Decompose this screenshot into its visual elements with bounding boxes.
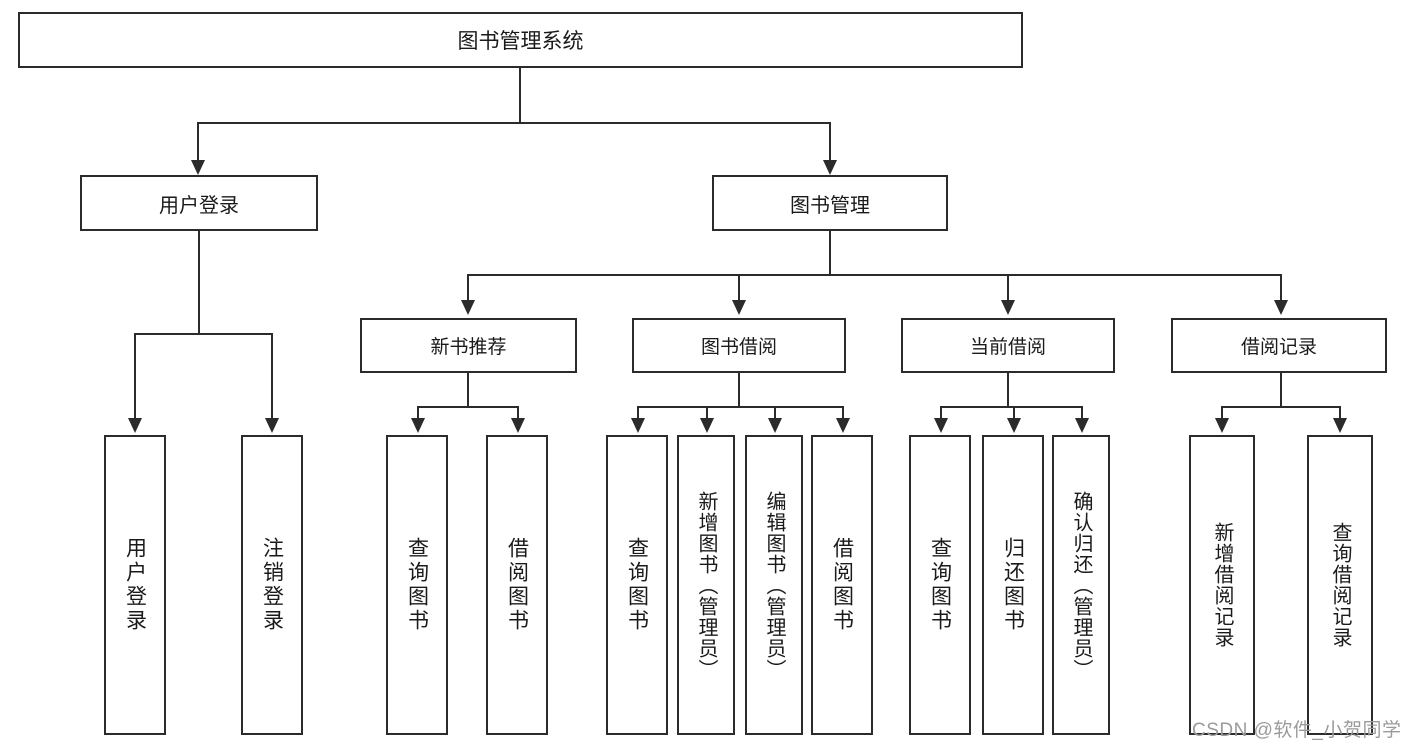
arrow-down-icon (265, 418, 279, 433)
arrow-down-icon (461, 300, 475, 315)
arrow-down-icon (1001, 300, 1015, 315)
node-label: 查询图书 (625, 537, 649, 633)
node-label: 查询图书 (405, 537, 429, 633)
edge-root-to-bookmgmt (829, 122, 831, 164)
arrow-down-icon (732, 300, 746, 315)
edge-root-to-login (197, 122, 199, 164)
edge-bookmgmt-to-current (1007, 274, 1009, 303)
arrow-down-icon (511, 418, 525, 433)
edge-newbook-bus (417, 406, 518, 408)
node-borrow-record[interactable]: 借阅记录 (1171, 318, 1387, 373)
edge-currentborrow-to-leaf-1 (940, 406, 942, 421)
edge-bookmgmt-bus (467, 274, 1282, 276)
edge-root-stem (519, 68, 521, 123)
node-user-login[interactable]: 用户登录 (80, 175, 318, 231)
edge-newbook-stem (467, 373, 469, 407)
node-label: 借阅记录 (1240, 337, 1317, 358)
arrow-down-icon (411, 418, 425, 433)
node-book-management[interactable]: 图书管理 (712, 175, 948, 231)
edge-login-to-leaf-1 (134, 333, 136, 421)
edge-newbook-to-leaf-1 (417, 406, 419, 421)
leaf-query-borrow-record[interactable]: 查询借阅记录 (1307, 435, 1373, 735)
node-label: 新增借阅记录 (1211, 522, 1233, 648)
edge-bookborrow-to-leaf-4 (842, 406, 844, 421)
leaf-borrow-book-recommend[interactable]: 借阅图书 (486, 435, 548, 735)
node-new-book-recommend[interactable]: 新书推荐 (360, 318, 577, 373)
node-label: 图书借阅 (700, 337, 777, 358)
edge-bookmgmt-to-record (1280, 274, 1282, 303)
node-label: 新书推荐 (430, 337, 507, 358)
arrow-down-icon (1274, 300, 1288, 315)
node-label: 用户登录 (159, 194, 239, 217)
edge-currentborrow-stem (1007, 373, 1009, 407)
leaf-add-book-admin[interactable]: 新增图书（管理员） (677, 435, 735, 735)
leaf-confirm-return-admin[interactable]: 确认归还（管理员） (1052, 435, 1110, 735)
leaf-query-book-borrow[interactable]: 查询图书 (606, 435, 668, 735)
edge-currentborrow-bus (940, 406, 1082, 408)
node-label: 借阅图书 (830, 537, 854, 633)
node-label: 图书管理系统 (457, 30, 584, 53)
node-label: 编辑图书（管理员） (763, 490, 785, 680)
leaf-add-borrow-record[interactable]: 新增借阅记录 (1189, 435, 1255, 735)
leaf-query-book-current[interactable]: 查询图书 (909, 435, 971, 735)
edge-currentborrow-to-leaf-2 (1013, 406, 1015, 421)
node-label: 借阅图书 (505, 537, 529, 633)
node-label: 用户登录 (123, 537, 147, 633)
arrow-down-icon (631, 418, 645, 433)
edge-bookmgmt-to-borrow (738, 274, 740, 303)
edge-root-bus (197, 122, 831, 124)
edge-borrowrecord-to-leaf-2 (1339, 406, 1341, 421)
edge-borrowrecord-stem (1280, 373, 1282, 407)
edge-bookmgmt-stem (829, 231, 831, 275)
edge-bookborrow-stem (738, 373, 740, 407)
node-current-borrow[interactable]: 当前借阅 (901, 318, 1115, 373)
arrow-down-icon (128, 418, 142, 433)
arrow-down-icon (1075, 418, 1089, 433)
node-label: 图书管理 (790, 194, 870, 217)
node-label: 查询借阅记录 (1329, 522, 1351, 648)
node-label: 确认归还（管理员） (1070, 490, 1092, 680)
arrow-down-icon (1007, 418, 1021, 433)
edge-bookborrow-to-leaf-1 (637, 406, 639, 421)
arrow-down-icon (1333, 418, 1347, 433)
leaf-edit-book-admin[interactable]: 编辑图书（管理员） (745, 435, 803, 735)
edge-borrowrecord-to-leaf-1 (1221, 406, 1223, 421)
node-label: 注销登录 (260, 537, 284, 633)
edge-newbook-to-leaf-2 (517, 406, 519, 421)
arrow-down-icon (700, 418, 714, 433)
arrow-down-icon (768, 418, 782, 433)
leaf-query-book-recommend[interactable]: 查询图书 (386, 435, 448, 735)
node-label: 查询图书 (928, 537, 952, 633)
leaf-return-book[interactable]: 归还图书 (982, 435, 1044, 735)
arrow-down-icon (836, 418, 850, 433)
node-label: 当前借阅 (969, 337, 1046, 358)
edge-bookborrow-to-leaf-2 (706, 406, 708, 421)
leaf-user-login[interactable]: 用户登录 (104, 435, 166, 735)
node-root-system[interactable]: 图书管理系统 (18, 12, 1023, 68)
edge-bookborrow-to-leaf-3 (774, 406, 776, 421)
leaf-logout-login[interactable]: 注销登录 (241, 435, 303, 735)
leaf-borrow-book[interactable]: 借阅图书 (811, 435, 873, 735)
edge-bookmgmt-to-new (467, 274, 469, 303)
node-book-borrow[interactable]: 图书借阅 (632, 318, 846, 373)
arrow-down-icon (823, 160, 837, 175)
node-label: 归还图书 (1001, 537, 1025, 633)
edge-login-to-leaf-2 (271, 333, 273, 421)
node-label: 新增图书（管理员） (695, 490, 717, 680)
edge-login-stem (198, 231, 200, 334)
edge-currentborrow-to-leaf-3 (1081, 406, 1083, 421)
arrow-down-icon (1215, 418, 1229, 433)
csdn-watermark: CSDN @软件_小贺同学 (1192, 720, 1402, 741)
arrow-down-icon (191, 160, 205, 175)
edge-login-bus (134, 333, 272, 335)
arrow-down-icon (934, 418, 948, 433)
edge-bookborrow-bus (637, 406, 843, 408)
edge-borrowrecord-bus (1221, 406, 1340, 408)
